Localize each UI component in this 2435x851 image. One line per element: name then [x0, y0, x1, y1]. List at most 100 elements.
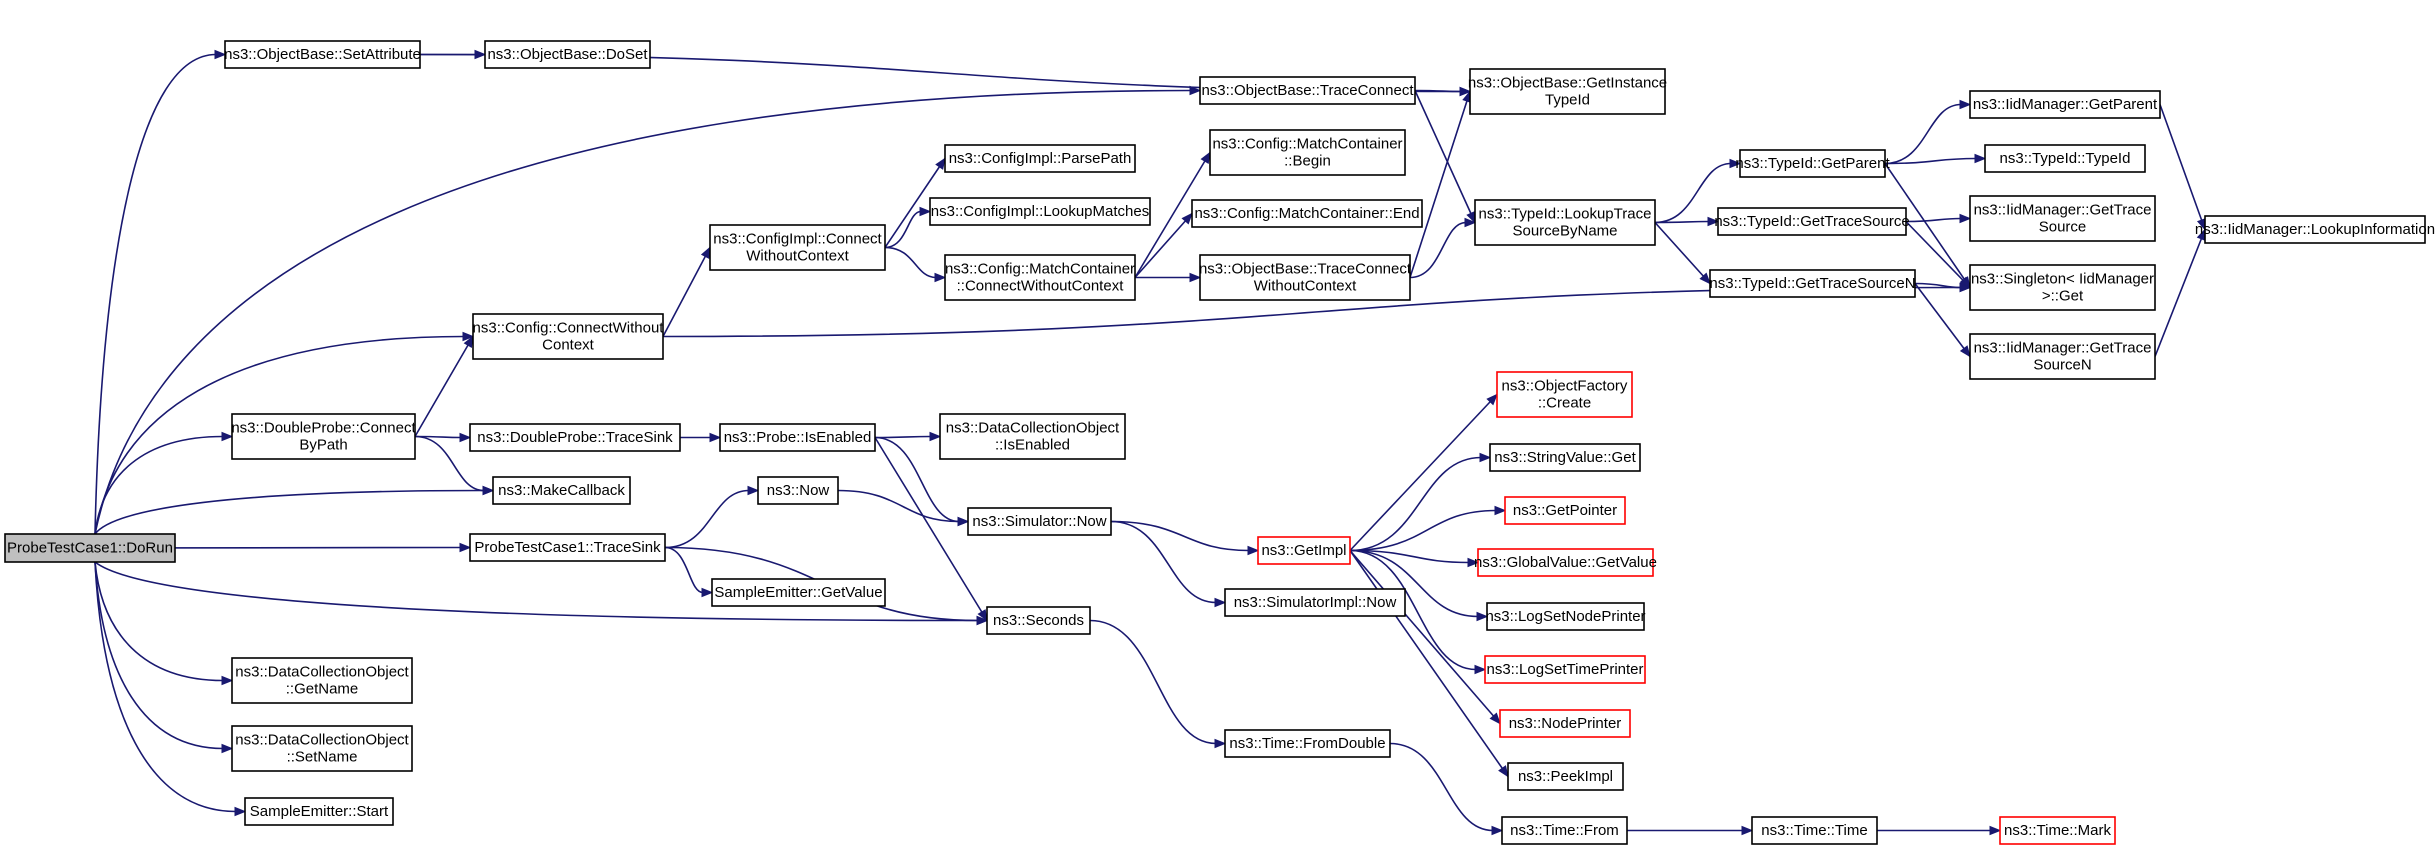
- node-configimplconnect[interactable]: ns3::ConfigImpl::ConnectWithoutContext: [709, 224, 886, 271]
- node-box-fromdouble[interactable]: [1224, 729, 1391, 758]
- node-sestart[interactable]: SampleEmitter::Start: [244, 797, 394, 826]
- node-timemark[interactable]: ns3::Time::Mark: [1999, 816, 2116, 845]
- node-objfactorycreate[interactable]: ns3::ObjectFactory::Create: [1496, 371, 1633, 418]
- node-stringvalueget[interactable]: ns3::StringValue::Get: [1489, 443, 1641, 472]
- node-box-ptracesink[interactable]: [469, 533, 666, 562]
- node-box-globalvaluegetvalue[interactable]: [1477, 548, 1654, 577]
- node-traceconnectwc[interactable]: ns3::ObjectBase::TraceConnectWithoutCont…: [1199, 254, 1412, 301]
- node-timetime[interactable]: ns3::Time::Time: [1751, 816, 1878, 845]
- node-box-segetvalue[interactable]: [711, 578, 886, 607]
- node-setattr[interactable]: ns3::ObjectBase::SetAttribute: [224, 40, 421, 69]
- node-box-root[interactable]: [4, 533, 176, 563]
- node-root[interactable]: ProbeTestCase1::DoRun: [4, 533, 176, 563]
- node-box-doset[interactable]: [484, 40, 651, 69]
- node-box-objfactorycreate[interactable]: [1496, 371, 1633, 418]
- node-fromdouble[interactable]: ns3::Time::FromDouble: [1224, 729, 1391, 758]
- node-box-dpconnect[interactable]: [231, 413, 416, 460]
- node-box-parsepath[interactable]: [944, 144, 1136, 173]
- node-box-nodeprinter[interactable]: [1499, 709, 1631, 738]
- node-box-sestart[interactable]: [244, 797, 394, 826]
- node-mcbegin[interactable]: ns3::Config::MatchContainer::Begin: [1209, 129, 1406, 176]
- node-box-logsetnodeprinter[interactable]: [1486, 602, 1645, 631]
- node-makecallback[interactable]: ns3::MakeCallback: [492, 476, 631, 505]
- node-box-simimplnow[interactable]: [1224, 588, 1406, 617]
- node-probeisenabled[interactable]: ns3::Probe::IsEnabled: [719, 423, 876, 452]
- node-box-dcogetname[interactable]: [231, 657, 413, 704]
- node-box-dcoisenabled[interactable]: [939, 413, 1126, 460]
- node-box-configimplconnect[interactable]: [709, 224, 886, 271]
- node-box-lookupinfo[interactable]: [2204, 215, 2426, 244]
- node-box-mcend[interactable]: [1191, 199, 1423, 228]
- node-box-makecallback[interactable]: [492, 476, 631, 505]
- node-box-traceconnectwc[interactable]: [1199, 254, 1411, 301]
- node-globalvaluegetvalue[interactable]: ns3::GlobalValue::GetValue: [1474, 548, 1657, 577]
- node-peekimpl[interactable]: ns3::PeekImpl: [1507, 762, 1624, 791]
- node-box-stringvalueget[interactable]: [1489, 443, 1641, 472]
- node-box-lookupmatches[interactable]: [929, 197, 1151, 226]
- node-box-timetime[interactable]: [1751, 816, 1878, 845]
- node-typeidctor[interactable]: ns3::TypeId::TypeId: [1984, 144, 2146, 173]
- node-box-mcconnect[interactable]: [944, 254, 1136, 301]
- node-logsetnodeprinter[interactable]: ns3::LogSetNodePrinter: [1485, 602, 1646, 631]
- node-dcosetname[interactable]: ns3::DataCollectionObject::SetName: [231, 725, 413, 772]
- node-box-singletonget[interactable]: [1969, 264, 2156, 311]
- node-timefrom[interactable]: ns3::Time::From: [1501, 816, 1628, 845]
- node-box-now[interactable]: [757, 476, 839, 505]
- node-dcogetname[interactable]: ns3::DataCollectionObject::GetName: [231, 657, 413, 704]
- node-box-iidgettracesourcen[interactable]: [1969, 333, 2156, 380]
- node-logsettimeprinter[interactable]: ns3::LogSetTimePrinter: [1484, 655, 1646, 684]
- node-box-lookuptracesource[interactable]: [1474, 199, 1656, 246]
- node-box-peekimpl[interactable]: [1507, 762, 1624, 791]
- node-box-timemark[interactable]: [1999, 816, 2116, 845]
- node-getpointer[interactable]: ns3::GetPointer: [1504, 496, 1626, 525]
- node-box-gettracesourcen[interactable]: [1709, 269, 1916, 298]
- node-box-typeidctor[interactable]: [1984, 144, 2146, 173]
- node-lookupinfo[interactable]: ns3::IidManager::LookupInformation: [2195, 215, 2435, 244]
- node-box-getimpl[interactable]: [1257, 536, 1351, 565]
- node-gettracesourcen[interactable]: ns3::TypeId::GetTraceSourceN: [1709, 269, 1916, 298]
- node-traceconnect[interactable]: ns3::ObjectBase::TraceConnect: [1199, 76, 1416, 105]
- node-getparent[interactable]: ns3::TypeId::GetParent: [1735, 149, 1890, 178]
- node-nodeprinter[interactable]: ns3::NodePrinter: [1499, 709, 1631, 738]
- node-mcend[interactable]: ns3::Config::MatchContainer::End: [1191, 199, 1423, 228]
- node-box-configconnect[interactable]: [472, 313, 664, 360]
- node-iidgetparent[interactable]: ns3::IidManager::GetParent: [1969, 90, 2161, 119]
- node-dptracesink[interactable]: ns3::DoubleProbe::TraceSink: [469, 423, 681, 452]
- node-box-dptracesink[interactable]: [469, 423, 681, 452]
- node-box-getinstancetypeid[interactable]: [1469, 68, 1666, 115]
- node-box-iidgetparent[interactable]: [1969, 90, 2161, 119]
- node-box-traceconnect[interactable]: [1199, 76, 1416, 105]
- node-box-seconds[interactable]: [986, 606, 1091, 635]
- node-segetvalue[interactable]: SampleEmitter::GetValue: [711, 578, 886, 607]
- node-box-getparent[interactable]: [1739, 149, 1886, 178]
- node-lookupmatches[interactable]: ns3::ConfigImpl::LookupMatches: [929, 197, 1151, 226]
- node-iidgettracesourcen[interactable]: ns3::IidManager::GetTraceSourceN: [1969, 333, 2156, 380]
- node-box-probeisenabled[interactable]: [719, 423, 876, 452]
- node-seconds[interactable]: ns3::Seconds: [986, 606, 1091, 635]
- node-getimpl[interactable]: ns3::GetImpl: [1257, 536, 1351, 565]
- node-box-logsettimeprinter[interactable]: [1484, 655, 1646, 684]
- node-box-gettracesource[interactable]: [1717, 207, 1907, 236]
- node-mcconnect[interactable]: ns3::Config::MatchContainer::ConnectWith…: [944, 254, 1136, 301]
- node-box-dcosetname[interactable]: [231, 725, 413, 772]
- node-singletonget[interactable]: ns3::Singleton< IidManager>::Get: [1969, 264, 2156, 311]
- node-ptracesink[interactable]: ProbeTestCase1::TraceSink: [469, 533, 666, 562]
- node-box-setattr[interactable]: [224, 40, 421, 69]
- node-dcoisenabled[interactable]: ns3::DataCollectionObject::IsEnabled: [939, 413, 1126, 460]
- node-box-iidgettracesource[interactable]: [1969, 195, 2156, 242]
- node-box-simnow[interactable]: [967, 507, 1112, 536]
- node-now[interactable]: ns3::Now: [757, 476, 839, 505]
- node-parsepath[interactable]: ns3::ConfigImpl::ParsePath: [944, 144, 1136, 173]
- node-doset[interactable]: ns3::ObjectBase::DoSet: [484, 40, 651, 69]
- node-gettracesource[interactable]: ns3::TypeId::GetTraceSource: [1714, 207, 1910, 236]
- node-box-timefrom[interactable]: [1501, 816, 1628, 845]
- node-simimplnow[interactable]: ns3::SimulatorImpl::Now: [1224, 588, 1406, 617]
- node-iidgettracesource[interactable]: ns3::IidManager::GetTraceSource: [1969, 195, 2156, 242]
- node-box-getpointer[interactable]: [1504, 496, 1626, 525]
- node-box-mcbegin[interactable]: [1209, 129, 1406, 176]
- node-configconnect[interactable]: ns3::Config::ConnectWithoutContext: [472, 313, 665, 360]
- node-simnow[interactable]: ns3::Simulator::Now: [967, 507, 1112, 536]
